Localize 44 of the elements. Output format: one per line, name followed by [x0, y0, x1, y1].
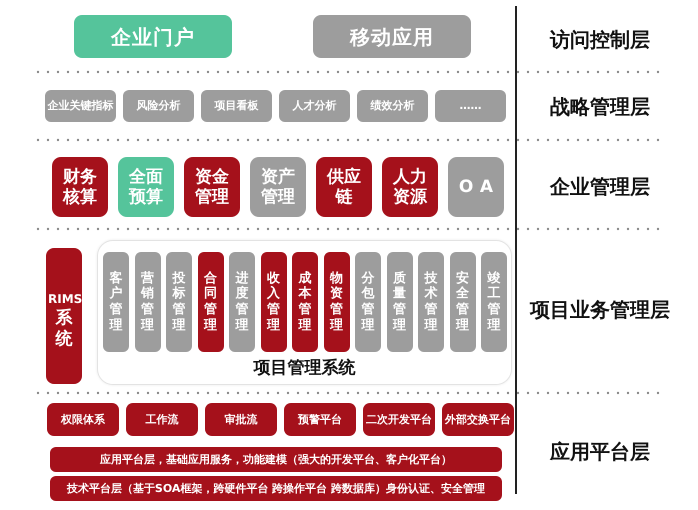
module-tile: 安全管理 — [450, 252, 476, 352]
module-tile: 权限体系 — [47, 403, 119, 436]
layer-label: 应用平台层 — [550, 438, 650, 466]
system-panel — [97, 240, 512, 385]
module-tile: 人力资源 — [382, 157, 438, 217]
module-tile: 技术管理 — [418, 252, 444, 352]
layer-label: 企业管理层 — [550, 174, 650, 200]
module-tile: 企业门户 — [74, 15, 232, 58]
layer-label: 项目业务管理层 — [530, 296, 670, 324]
system-tile: RIMS系统 — [46, 248, 82, 384]
module-tile: 收入管理 — [260, 252, 286, 352]
module-tile: 资金管理 — [184, 157, 240, 217]
module-tile: 预警平台 — [284, 403, 356, 436]
module-tile: 项目看板 — [201, 90, 272, 122]
module-tile: 绩效分析 — [357, 90, 428, 122]
module-tile: 企业关键指标 — [45, 90, 116, 122]
panel-title: 项目管理系统 — [254, 358, 356, 378]
module-tile: 二次开发平台 — [363, 403, 435, 436]
module-tile: 分包管理 — [355, 252, 381, 352]
module-tile: 客户管理 — [103, 252, 129, 352]
module-tile: 工作流 — [126, 403, 198, 436]
module-tile: 营销管理 — [134, 252, 160, 352]
module-tile: 外部交换平台 — [442, 403, 514, 436]
module-tile: 进度管理 — [229, 252, 255, 352]
module-tile: …… — [435, 90, 506, 122]
module-tile: 财务核算 — [52, 157, 108, 217]
layer-label: 访问控制层 — [550, 26, 650, 54]
module-tile: 审批流 — [205, 403, 277, 436]
module-tile: 风险分析 — [123, 90, 194, 122]
module-tile: 物资管理 — [324, 252, 350, 352]
module-tile: 人才分析 — [279, 90, 350, 122]
module-tile: 质量管理 — [386, 252, 412, 352]
module-tile: 竣工管理 — [481, 252, 507, 352]
module-tile: 合同管理 — [198, 252, 224, 352]
platform-bar: 技术平台层（基于SOA框架，跨硬件平台 跨操作平台 跨数据库）身份认证、安全管理 — [50, 476, 502, 501]
module-tile: 供应链 — [316, 157, 372, 217]
module-tile: 成本管理 — [292, 252, 318, 352]
platform-bar: 应用平台层，基础应用服务，功能建模（强大的开发平台、客户化平台） — [50, 447, 502, 472]
layer-label: 战略管理层 — [550, 94, 650, 120]
module-tile: 投标管理 — [166, 252, 192, 352]
module-tile: OA — [448, 157, 504, 217]
module-tile: 移动应用 — [313, 15, 471, 58]
module-tile: 资产管理 — [250, 157, 306, 217]
module-tile: 全面预算 — [118, 157, 174, 217]
